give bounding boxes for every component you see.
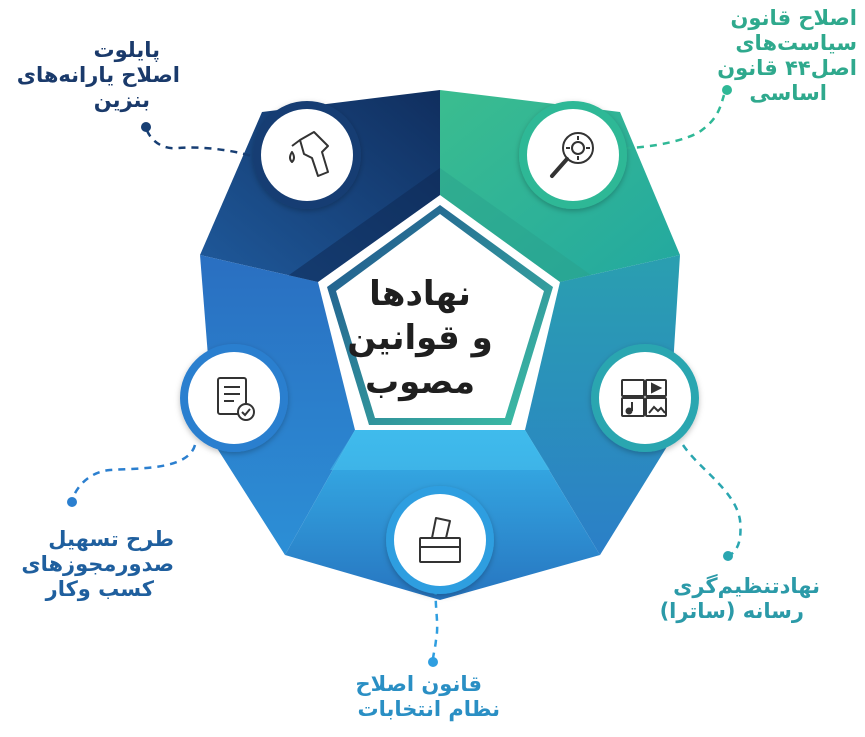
- label-line: صدورمجوزهای: [21, 552, 174, 576]
- dot-right: [723, 551, 733, 561]
- label-gasoline-subsidy-pilot: پایلوت اصلاح یارانه‌های بنزین: [12, 38, 180, 113]
- connector-right: [681, 444, 742, 557]
- label-line: کسب وکار: [45, 577, 154, 601]
- connector-bottom: [431, 574, 440, 661]
- dot-green: [722, 85, 732, 95]
- connectors: [70, 94, 742, 661]
- label-line: قانون اصلاح: [355, 672, 483, 696]
- label-line: نظام انتخابات: [357, 697, 500, 721]
- icon-circle-bottom: [386, 486, 494, 594]
- frame-segment-navy-shade: [282, 90, 440, 282]
- fuel-nozzle-icon: [289, 131, 329, 177]
- frame-segment-bottom-shade: [330, 430, 550, 470]
- gear-magnifier-icon: [550, 132, 594, 178]
- label-line: اصلاح قانون: [730, 6, 858, 30]
- dot-left: [67, 497, 77, 507]
- icon-circle-left: [180, 344, 288, 452]
- center-title-line-2: و قوانین: [347, 318, 493, 358]
- label-business-permits: طرح تسهیل صدورمجوزهای کسب وکار: [14, 527, 174, 602]
- ballot-box-icon: [419, 517, 461, 563]
- label-line: اساسی: [749, 81, 827, 105]
- center-title-line-3: مصوب: [364, 362, 476, 402]
- label-line: رسانه (ساترا): [659, 599, 804, 623]
- label-election-law: قانون اصلاح نظام انتخابات: [330, 672, 501, 722]
- label-line: بنزین: [93, 88, 150, 112]
- label-media-regulator: نهادتنظیم‌گری رسانه (ساترا): [640, 574, 820, 624]
- inner-pentagon: [336, 214, 544, 418]
- label-article44-amendment: اصلاح قانون سیاست‌های اصل۴۴ قانون اساسی: [705, 6, 857, 106]
- icon-circles: [180, 101, 699, 594]
- label-line: اصل۴۴ قانون: [717, 56, 857, 80]
- media-icon: [621, 379, 667, 417]
- icon-circle-green: [519, 101, 627, 209]
- center-title-line-1: نهادها: [369, 274, 471, 314]
- dot-bottom: [428, 657, 438, 667]
- icon-circle-right: [591, 344, 699, 452]
- label-line: طرح تسهیل: [48, 527, 174, 551]
- document-check-icon: [217, 377, 255, 421]
- connector-green: [623, 94, 726, 150]
- label-line: سیاست‌های: [735, 31, 857, 55]
- frame-segment-green-shade: [440, 90, 598, 282]
- label-line: نهادتنظیم‌گری: [673, 574, 820, 598]
- connector-left: [70, 444, 197, 501]
- connector-dots: [67, 85, 733, 667]
- label-line: پایلوت: [93, 38, 161, 62]
- connector-navy: [144, 127, 263, 162]
- label-line: اصلاح یارانه‌های: [16, 63, 180, 87]
- center-title: نهادها و قوانین مصوب: [330, 272, 510, 404]
- dot-navy: [141, 122, 151, 132]
